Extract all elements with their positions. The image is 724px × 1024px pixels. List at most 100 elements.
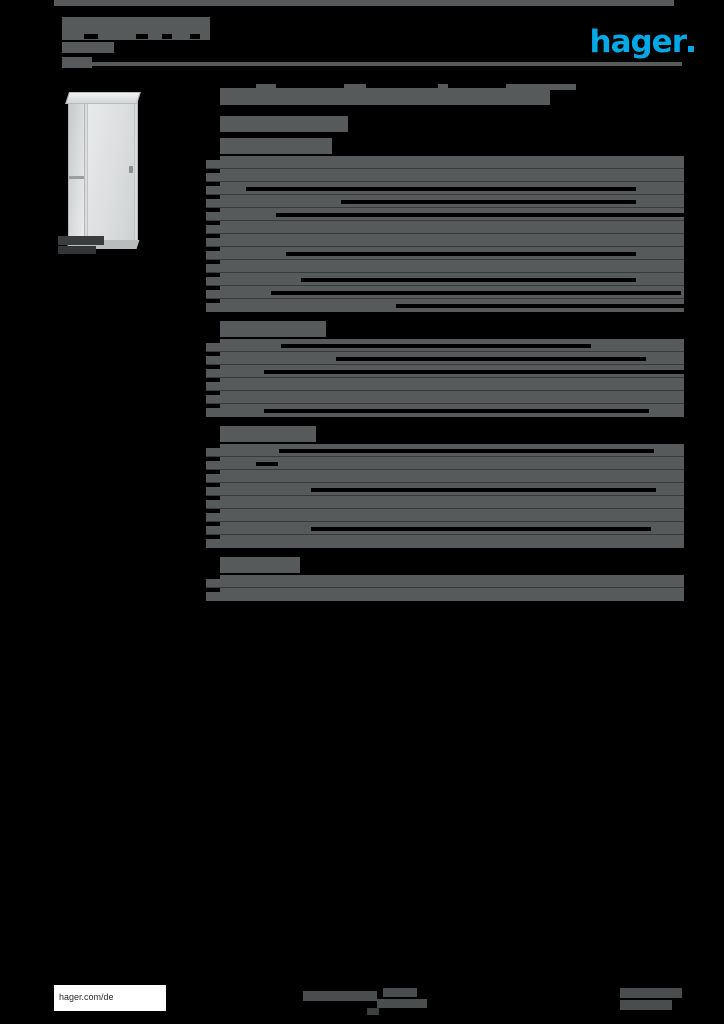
spec-row-redacted-fill (206, 169, 684, 182)
spec-row-separator (206, 194, 684, 195)
header-notch-b (136, 34, 148, 39)
spec-row-redacted-fill (206, 391, 684, 404)
spec-sections (206, 138, 684, 601)
section-rows (206, 444, 684, 548)
section-rows (206, 575, 684, 601)
spec-row-label-notch (206, 195, 220, 199)
spec-section (206, 557, 684, 601)
page-title-ascender-b (344, 84, 366, 90)
header-title-redacted-line-1b (62, 29, 148, 40)
spec-section (206, 321, 684, 417)
spec-row-separator (206, 168, 684, 169)
spec-row-separator (206, 272, 684, 273)
spec-row (206, 483, 684, 496)
spec-section (206, 138, 684, 312)
spec-row (206, 391, 684, 404)
spec-row-separator (206, 534, 684, 535)
footer-center-redacted-b (383, 988, 417, 997)
spec-row (206, 182, 684, 195)
spec-row (206, 169, 684, 182)
spec-row-separator (206, 508, 684, 509)
spec-row-value-gap (264, 409, 649, 413)
section-heading-redacted (220, 138, 332, 154)
spec-row (206, 299, 684, 312)
spec-row-separator (206, 351, 684, 352)
page-title-ascender-a (256, 84, 276, 90)
spec-row (206, 221, 684, 234)
spec-row-separator (206, 220, 684, 221)
spec-row-value-gap (301, 278, 636, 282)
intro-paragraph (206, 112, 684, 138)
spec-row (206, 234, 684, 247)
footer-url-box[interactable] (54, 985, 166, 1011)
page-title-ascender-d (506, 84, 576, 90)
header-notch-c (162, 34, 172, 39)
header-divider-rule (62, 62, 682, 66)
spec-row-label-notch (206, 299, 220, 303)
spec-row-separator (206, 521, 684, 522)
spec-row-value-gap (246, 187, 636, 191)
section-rows (206, 339, 684, 417)
spec-row-separator (206, 233, 684, 234)
spec-row-label-notch (206, 260, 220, 264)
spec-row-label-notch (206, 496, 220, 500)
spec-row-value-gap (311, 527, 651, 531)
spec-row-separator (206, 403, 684, 404)
spec-row-separator (206, 587, 684, 588)
spec-row-label-notch (206, 470, 220, 474)
spec-row-redacted-fill (206, 588, 684, 601)
spec-row-redacted-fill (206, 234, 684, 247)
document-header: hager (0, 0, 724, 70)
intro-redacted-bar (220, 116, 348, 132)
figure-caption-redacted (58, 236, 104, 245)
footer-page-number-redacted (367, 1008, 379, 1015)
spec-row-label-notch (206, 182, 220, 186)
spec-row-redacted-fill (206, 378, 684, 391)
spec-row-label-notch (206, 575, 220, 579)
header-title-redacted-line-2 (148, 28, 210, 40)
spec-row-label-notch (206, 286, 220, 290)
spec-row-separator (206, 181, 684, 182)
spec-row (206, 470, 684, 483)
spec-row (206, 286, 684, 299)
cabinet-top-panel (65, 92, 141, 104)
spec-row-label-notch (206, 444, 220, 448)
spec-row-label-notch (206, 535, 220, 539)
cabinet-inner-shelf (69, 176, 86, 179)
footer-center-redacted-a (303, 991, 377, 1001)
spec-row-separator (206, 456, 684, 457)
spec-row (206, 444, 684, 457)
spec-row-separator (206, 207, 684, 208)
figure-caption-redacted-2 (58, 246, 96, 254)
hager-logo: hager (589, 24, 687, 60)
spec-row-value-gap (311, 488, 656, 492)
spec-row (206, 509, 684, 522)
footer-divider-rule (54, 0, 674, 6)
spec-row (206, 273, 684, 286)
spec-row-separator (206, 469, 684, 470)
spec-row-label-notch (206, 404, 220, 408)
spec-row (206, 195, 684, 208)
spec-row-value-gap (279, 449, 654, 453)
spec-row-label-notch (206, 273, 220, 277)
header-notch-d (190, 34, 200, 39)
main-content-column (206, 84, 684, 610)
spec-section (206, 426, 684, 548)
section-heading-redacted (220, 557, 300, 573)
spec-row (206, 260, 684, 273)
spec-row-label-notch (206, 365, 220, 369)
footer-url-link[interactable]: hager.com/de (59, 992, 114, 1002)
spec-row-separator (206, 377, 684, 378)
spec-row-label-notch (206, 352, 220, 356)
spec-row-separator (206, 390, 684, 391)
spec-row-label-notch (206, 509, 220, 513)
spec-row-separator (206, 298, 684, 299)
page-title (206, 84, 684, 112)
spec-row (206, 575, 684, 588)
spec-row (206, 208, 684, 221)
spec-row-value-gap (264, 370, 684, 374)
footer-right-redacted-b (620, 1000, 672, 1010)
spec-row-label-notch (206, 234, 220, 238)
cabinet-door-handle (129, 166, 133, 173)
spec-row-label-notch (206, 208, 220, 212)
